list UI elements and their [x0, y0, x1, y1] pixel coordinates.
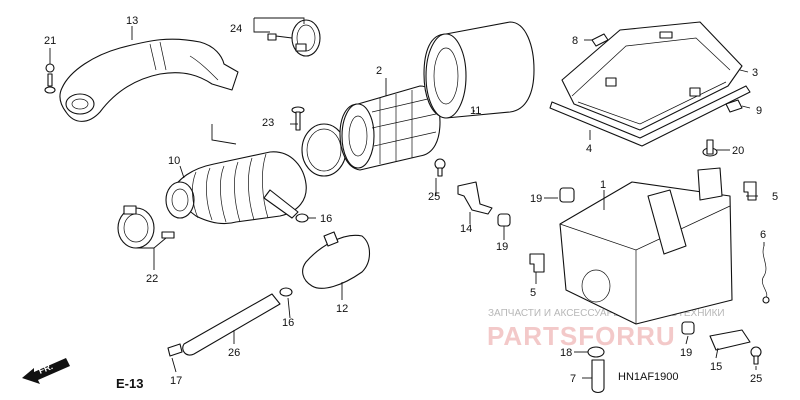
label-4: 4 — [586, 143, 592, 155]
hose-clamp-24[interactable] — [267, 19, 321, 57]
screw-23[interactable] — [291, 106, 305, 131]
bolt-21[interactable] — [44, 63, 56, 94]
label-25-lower: 25 — [750, 373, 762, 385]
bolt-25-upper[interactable] — [434, 158, 446, 177]
leader-lines — [49, 17, 765, 379]
clamp-22[interactable] — [117, 205, 175, 249]
label-26: 26 — [228, 347, 240, 359]
inner-element-2[interactable] — [339, 85, 441, 171]
label-12: 12 — [336, 303, 348, 315]
air-cleaner-case-1[interactable] — [559, 167, 733, 325]
label-19-upper: 19 — [530, 193, 542, 205]
label-7: 7 — [570, 373, 576, 385]
label-21: 21 — [44, 35, 56, 47]
label-13: 13 — [126, 15, 138, 27]
case-cover-3[interactable] — [561, 21, 743, 131]
label-10: 10 — [168, 155, 180, 167]
label-18: 18 — [560, 347, 572, 359]
air-cleaner-element-11[interactable] — [423, 21, 535, 119]
plug-15[interactable] — [709, 329, 751, 351]
label-14: 14 — [460, 223, 472, 235]
label-6: 6 — [760, 229, 766, 241]
label-5-left: 5 — [530, 287, 536, 299]
cover-seal-4[interactable] — [549, 85, 751, 147]
clamp-16-lower[interactable] — [279, 287, 293, 297]
watermark-brand: PARTSFORRU — [487, 321, 676, 351]
label-25-upper: 25 — [428, 191, 440, 203]
label-16-lower: 16 — [282, 317, 294, 329]
connecting-tube-10[interactable] — [165, 151, 307, 225]
tube-6[interactable] — [761, 245, 770, 304]
hose-26[interactable] — [182, 293, 281, 356]
grommet-19-upper[interactable] — [559, 187, 575, 203]
label-15: 15 — [710, 361, 722, 373]
label-20: 20 — [732, 145, 744, 157]
drain-tube-7[interactable] — [591, 359, 605, 394]
intake-duct-13[interactable] — [59, 38, 239, 122]
grommet-19-lower[interactable] — [681, 321, 695, 335]
label-1: 1 — [600, 179, 606, 191]
stay-14[interactable] — [457, 181, 493, 215]
diagram-code: HN1AF1900 — [618, 371, 679, 383]
label-8: 8 — [572, 35, 578, 47]
label-23: 23 — [262, 117, 274, 129]
bolt-25-lower[interactable] — [750, 346, 762, 365]
label-11: 11 — [470, 105, 481, 117]
reference-link[interactable]: E-13 — [116, 376, 143, 391]
label-17: 17 — [170, 375, 182, 387]
label-16-upper: 16 — [320, 213, 332, 225]
label-9: 9 — [756, 105, 762, 117]
clip-18[interactable] — [587, 346, 605, 358]
clip-8[interactable] — [591, 33, 609, 47]
label-19-lower: 19 — [680, 347, 692, 359]
bolt-20[interactable] — [702, 139, 718, 157]
grommet-19-middle[interactable] — [497, 213, 511, 227]
label-5-right: 5 — [772, 191, 778, 203]
element-clamp-ring[interactable] — [301, 123, 347, 177]
front-direction-arrow: FR. — [22, 358, 70, 384]
bracket-5-left[interactable] — [529, 253, 545, 273]
clip-9[interactable] — [725, 99, 743, 113]
resonator-12[interactable] — [302, 231, 371, 289]
clip-17[interactable] — [167, 343, 183, 357]
label-19-middle: 19 — [496, 241, 508, 253]
bracket-5-right[interactable] — [743, 181, 757, 201]
clamp-16-upper[interactable] — [295, 213, 309, 223]
watermark-caption: ЗАПЧАСТИ И АКСЕССУАРЫ ДЛЯ МОТОТЕХНИКИ — [488, 308, 725, 319]
label-22: 22 — [146, 273, 158, 285]
label-2: 2 — [376, 65, 382, 77]
label-24: 24 — [230, 23, 242, 35]
label-3: 3 — [752, 67, 758, 79]
